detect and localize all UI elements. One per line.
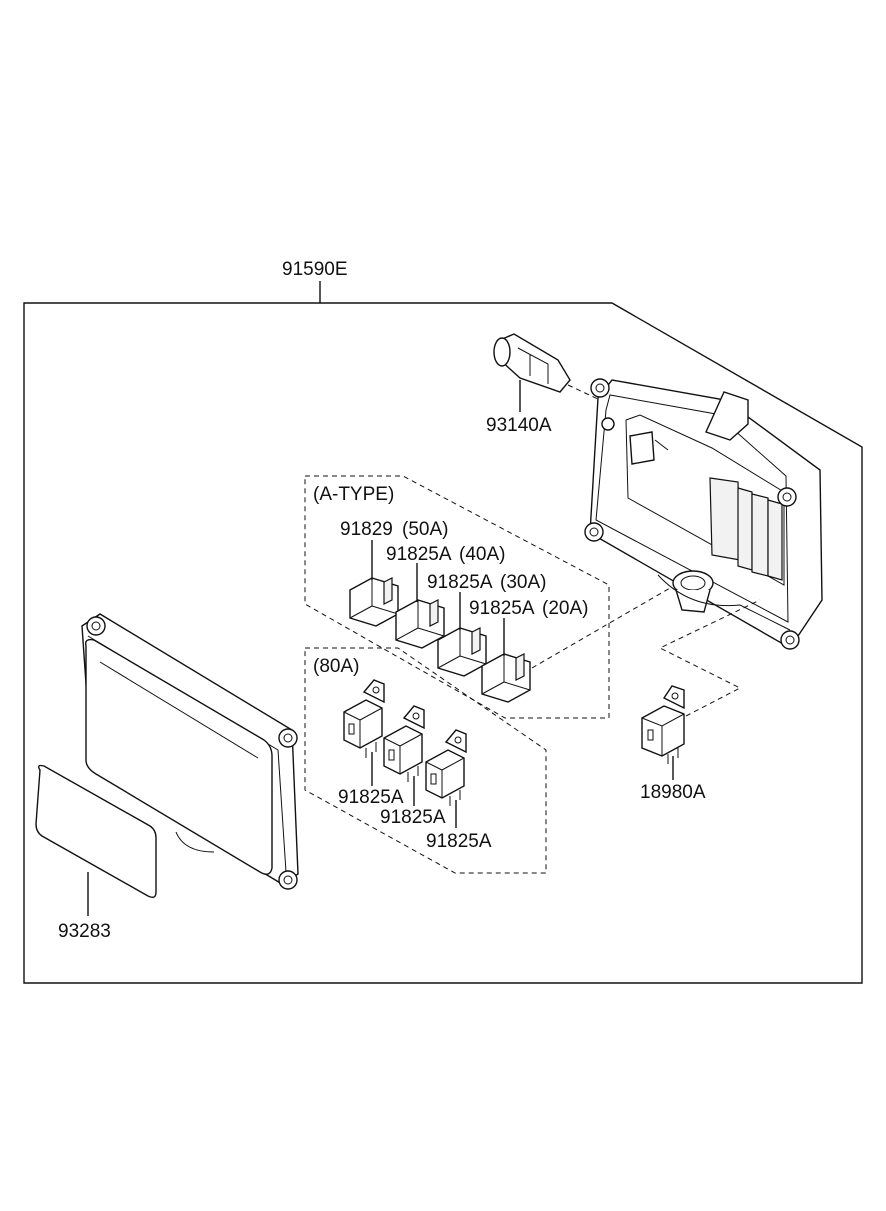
label-connector: 93140A xyxy=(486,415,552,436)
connector-part xyxy=(493,333,571,412)
label-fuse-20a: 91825A xyxy=(469,598,535,619)
cover-part xyxy=(81,613,299,890)
fuse-50a-part xyxy=(349,540,399,627)
label-plate-part xyxy=(35,764,157,916)
fuse-box-housing xyxy=(584,378,823,650)
fuse-20a-part xyxy=(481,618,531,703)
label-fuse-80a-1: 91825A xyxy=(338,787,404,808)
label-80a-type: (80A) xyxy=(313,656,359,677)
label-assembly: 91590E xyxy=(282,259,348,280)
label-relay: 18980A xyxy=(640,782,706,803)
80a-group-outline xyxy=(304,647,547,874)
fuse-80a-3-part xyxy=(425,729,467,828)
label-fuse-40a: 91825A xyxy=(386,544,452,565)
label-fuse-50a: 91829 xyxy=(340,519,393,540)
assembly-frame xyxy=(23,302,863,984)
label-fuse-30a: 91825A xyxy=(427,572,493,593)
label-fuse-40a-rating: (40A) xyxy=(459,544,505,565)
label-plate: 93283 xyxy=(58,921,111,942)
fuse-80a-2-part xyxy=(383,705,425,806)
fuse-30a-part xyxy=(437,592,487,677)
fuse-80a-1-part xyxy=(343,679,385,786)
label-fuse-50a-rating: (50A) xyxy=(402,519,448,540)
label-fuse-30a-rating: (30A) xyxy=(500,572,546,593)
label-fuse-80a-2: 91825A xyxy=(380,807,446,828)
label-fuse-80a-3: 91825A xyxy=(426,831,492,852)
relay-part xyxy=(641,685,685,780)
label-fuse-20a-rating: (20A) xyxy=(542,598,588,619)
label-a-type: (A-TYPE) xyxy=(313,484,394,505)
